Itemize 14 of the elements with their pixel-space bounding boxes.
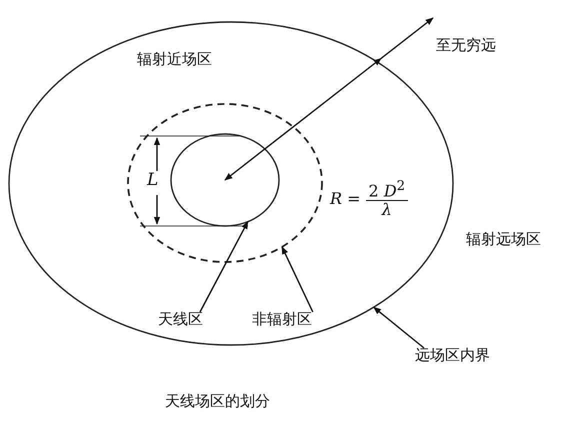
leader-line — [373, 306, 424, 349]
leader-line — [281, 246, 314, 312]
region-label: 辐射近场区 — [137, 52, 212, 68]
antenna-ellipse — [170, 133, 280, 227]
region-label: 远场区内界 — [415, 348, 515, 368]
region-label: 至无穷远 — [433, 18, 496, 54]
radius-arrow — [224, 17, 434, 181]
region-label: 辐射远场区 — [466, 232, 541, 248]
leader-line — [199, 220, 248, 312]
region-label: 非辐射区 — [252, 312, 332, 332]
formula: R = 2 D$^{2}$ λ — [330, 180, 408, 219]
caption: 天线场区的划分 — [165, 394, 270, 410]
dashed-ellipse — [127, 103, 323, 263]
region-label: 天线区 — [158, 312, 218, 332]
